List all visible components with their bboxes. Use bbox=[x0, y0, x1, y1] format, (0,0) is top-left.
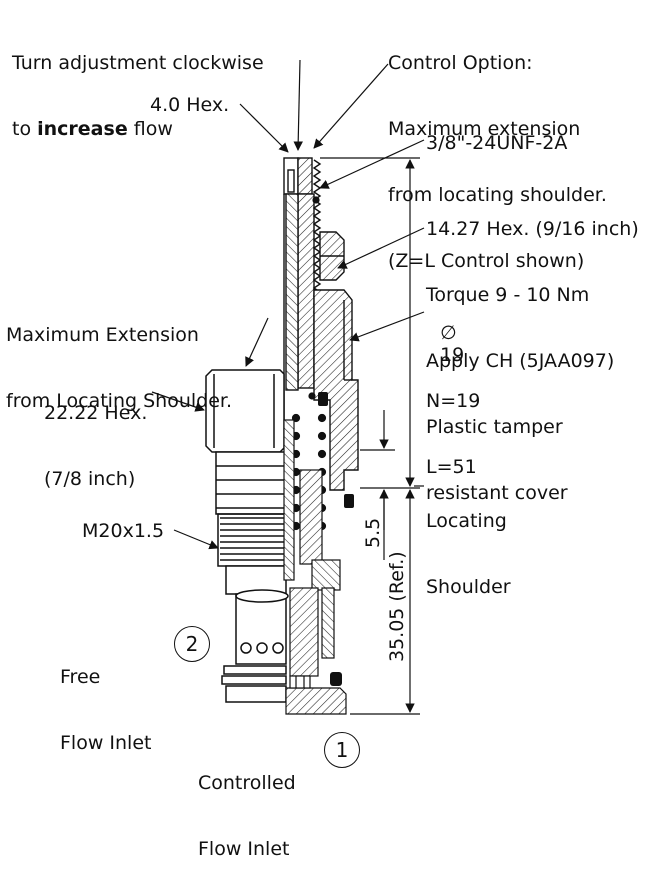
dim-5-5-label: 5.5 bbox=[362, 517, 384, 548]
free-line-2: Flow Inlet bbox=[60, 732, 152, 754]
l-value: L=51 bbox=[426, 456, 477, 478]
hex-1427-label: 14.27 Hex. (9/16 inch) Torque 9 - 10 Nm … bbox=[426, 174, 639, 526]
n-l-label: N=19 L=51 bbox=[426, 346, 480, 500]
diameter-symbol: ∅ bbox=[440, 322, 457, 344]
thread-unf-label: 3/8"-24UNF-2A bbox=[426, 132, 568, 154]
free-line-1: Free bbox=[60, 666, 101, 688]
valve-body-upper bbox=[313, 289, 359, 491]
max-extension-label: Maximum Extension from Locating Shoulder… bbox=[6, 280, 232, 434]
thread-m20-label: M20x1.5 bbox=[82, 520, 165, 542]
valve-cross-section-drawing bbox=[151, 59, 425, 715]
control-option-label: Control Option: Maximum extension from l… bbox=[388, 8, 607, 294]
leader-lines bbox=[151, 59, 425, 550]
hex-1427-line-4: Plastic tamper bbox=[426, 416, 563, 438]
max-extension-line-1: Maximum Extension bbox=[6, 324, 199, 346]
control-option-line-3: from locating shoulder. bbox=[388, 184, 607, 206]
turn-bold-text: increase bbox=[37, 118, 128, 140]
o-rings bbox=[318, 392, 354, 686]
hex-1427-line-3: Apply CH (5JAA097) bbox=[426, 350, 615, 372]
controlled-flow-inlet-label: Controlled Flow Inlet bbox=[198, 728, 296, 882]
turn-flow-text: flow bbox=[127, 118, 173, 140]
locating-line-2: Shoulder bbox=[426, 576, 511, 598]
hex-2222-line-2: (7/8 inch) bbox=[44, 468, 136, 490]
diameter-value: 19 bbox=[440, 344, 465, 366]
dim-35-05-label: 35.05 (Ref.) bbox=[386, 551, 408, 662]
dimension-lines bbox=[320, 157, 420, 715]
control-option-line-2: Maximum extension bbox=[388, 118, 581, 140]
control-option-line-1: Control Option: bbox=[388, 52, 533, 74]
hex-1427-line-5: resistant cover bbox=[426, 482, 568, 504]
port-1-badge: 1 bbox=[324, 732, 360, 768]
control-option-line-4: (Z=L Control shown) bbox=[388, 250, 585, 272]
hex-2222-line-1: 22.22 Hex. bbox=[44, 402, 148, 424]
free-flow-inlet-label: Free Flow Inlet bbox=[60, 622, 151, 776]
diameter-label: ∅ 19 bbox=[428, 300, 464, 366]
hex-1427-line-1: 14.27 Hex. (9/16 inch) bbox=[426, 218, 639, 240]
locknut-hex bbox=[319, 231, 345, 281]
hex-4-label: 4.0 Hex. bbox=[150, 94, 230, 116]
locating-shoulder-label: Locating Shoulder bbox=[426, 466, 511, 620]
locating-line-1: Locating bbox=[426, 510, 507, 532]
port-2-badge: 2 bbox=[174, 626, 210, 662]
max-extension-line-2: from Locating Shoulder. bbox=[6, 390, 232, 412]
hex-nut-2222 bbox=[205, 369, 285, 453]
cartridge-body bbox=[215, 451, 289, 703]
turn-line-1: Turn adjustment clockwise bbox=[12, 52, 264, 74]
turn-adjustment-label: Turn adjustment clockwise to increase fl… bbox=[12, 8, 264, 162]
turn-line-2: to increase flow bbox=[12, 118, 264, 140]
inner-spool bbox=[283, 419, 347, 715]
n-value: N=19 bbox=[426, 390, 481, 412]
controlled-line-2: Flow Inlet bbox=[198, 838, 290, 860]
controlled-line-1: Controlled bbox=[198, 772, 296, 794]
turn-to-text: to bbox=[12, 118, 38, 140]
adjustment-screw bbox=[283, 157, 313, 195]
hex-2222-label: 22.22 Hex. (7/8 inch) bbox=[44, 358, 147, 512]
hex-1427-line-2: Torque 9 - 10 Nm bbox=[426, 284, 590, 306]
